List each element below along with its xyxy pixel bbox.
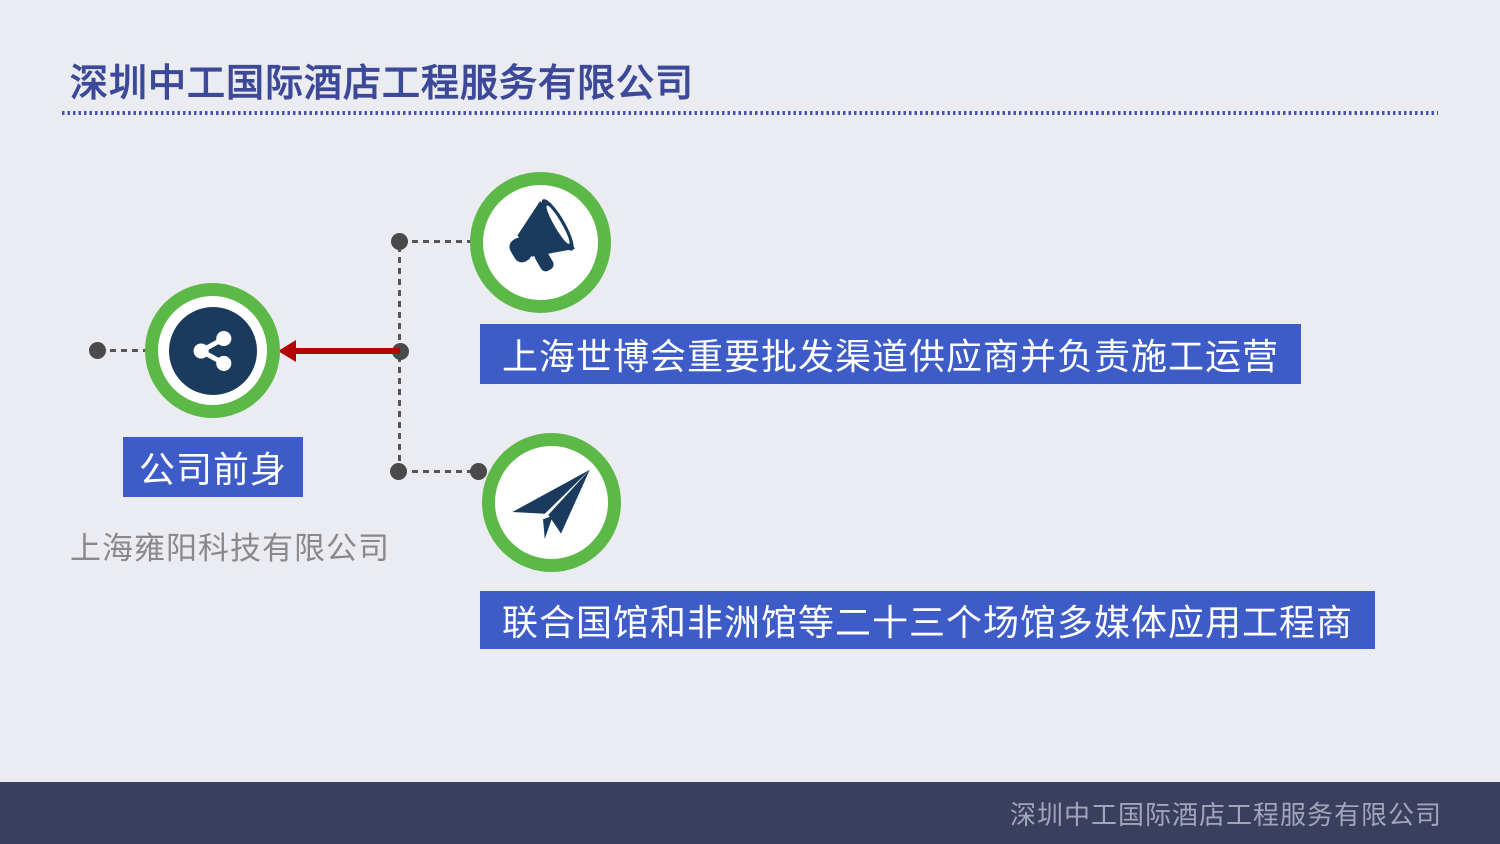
connector-dot [392, 343, 409, 360]
red-arrow-head [278, 340, 296, 362]
banner-expo-supplier: 上海世博会重要批发渠道供应商并负责施工运营 [480, 324, 1302, 384]
predecessor-company: 上海雍阳科技有限公司 [70, 531, 390, 566]
connector-dot [89, 342, 106, 359]
share-icon [193, 330, 231, 371]
title-divider [62, 111, 1438, 115]
paper-plane-icon [511, 469, 590, 539]
node-predecessor [145, 283, 280, 418]
node-pavilion-contractor [482, 433, 621, 572]
connector-left-dash [99, 349, 147, 352]
footer-company-name: 深圳中工国际酒店工程服务有限公司 [1009, 799, 1442, 830]
share-disc [168, 306, 257, 395]
connector-dot [390, 463, 407, 480]
footer-bar: 深圳中工国际酒店工程服务有限公司 [0, 782, 1500, 844]
page-title: 深圳中工国际酒店工程服务有限公司 [70, 63, 695, 105]
predecessor-label: 公司前身 [123, 437, 303, 497]
connector-dot [391, 233, 408, 250]
connector-bottom-dash [401, 470, 479, 473]
red-arrow-line [294, 348, 400, 354]
connector-top-dash [401, 240, 479, 243]
megaphone-icon [508, 198, 575, 271]
node-expo-supplier [470, 172, 611, 313]
connector-dot [470, 463, 487, 480]
banner-pavilion-contractor: 联合国馆和非洲馆等二十三个场馆多媒体应用工程商 [480, 591, 1376, 649]
